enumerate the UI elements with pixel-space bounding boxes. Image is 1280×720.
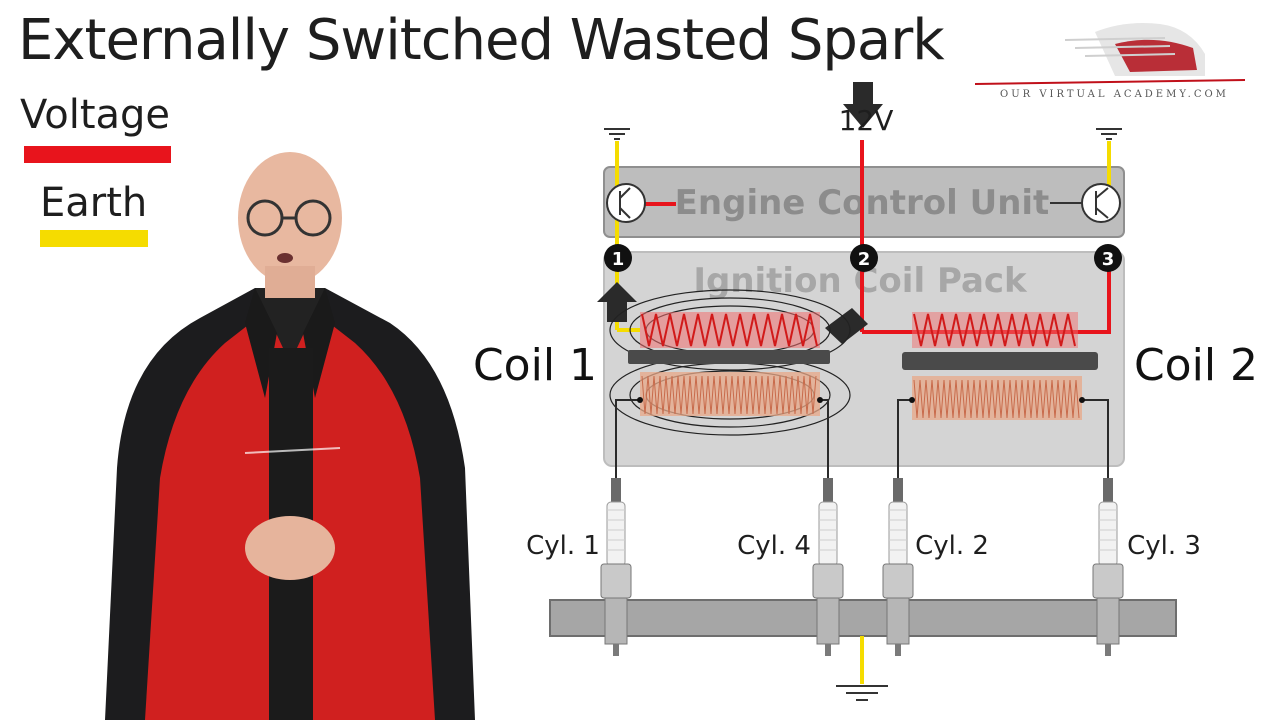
spark-plug-icon	[882, 478, 914, 656]
cylinder-4-label: Cyl. 4	[737, 531, 811, 561]
transistor-icon	[1050, 183, 1121, 223]
coil-1-label: Coil 1	[473, 340, 597, 391]
legend-earth-label: Earth	[40, 180, 148, 226]
spark-plug-icon	[1092, 478, 1124, 656]
cylinder-1-label: Cyl. 1	[526, 531, 600, 561]
coil-1-secondary-winding	[640, 372, 820, 416]
engine-block	[549, 599, 1177, 637]
ground-icon	[836, 685, 888, 701]
legend-earth-swatch	[40, 230, 148, 247]
brand-name: OUR VIRTUAL ACADEMY.COM	[1000, 89, 1229, 100]
terminal-3-label: 3	[1102, 249, 1115, 270]
cylinder-2-label: Cyl. 2	[915, 531, 989, 561]
arrow-left-icon	[825, 308, 868, 344]
coil-2-secondary-coil	[913, 379, 1080, 419]
slide-title: Externally Switched Wasted Spark	[18, 8, 945, 73]
ground-icon	[1096, 128, 1122, 140]
terminal-1-label: 1	[612, 249, 625, 270]
coil-1-primary-coil	[641, 313, 818, 347]
terminal-3: 3	[1094, 244, 1122, 272]
coil-2-label: Coil 2	[1134, 340, 1258, 391]
terminal-1: 1	[604, 244, 632, 272]
coil-2-primary-coil	[913, 313, 1076, 347]
cylinder-3-label: Cyl. 3	[1127, 531, 1201, 561]
supply-voltage-label: 12V	[839, 104, 894, 137]
terminal-2: 2	[850, 244, 878, 272]
arrow-down-icon	[843, 82, 883, 128]
coil-2-core	[902, 352, 1098, 370]
arrow-up-icon	[597, 282, 637, 322]
legend-voltage-label: Voltage	[20, 92, 171, 138]
ground-icon	[604, 128, 630, 140]
transistor-icon	[606, 183, 646, 223]
terminal-2-label: 2	[858, 249, 871, 270]
car-logo-icon	[974, 23, 1246, 85]
legend-voltage-swatch	[24, 146, 171, 163]
coil-1-secondary-coil	[641, 375, 817, 415]
spark-plug-icon	[812, 478, 844, 656]
spark-plug-icon	[600, 478, 632, 656]
presenter-image	[105, 152, 475, 720]
coil-1-core	[628, 350, 830, 364]
